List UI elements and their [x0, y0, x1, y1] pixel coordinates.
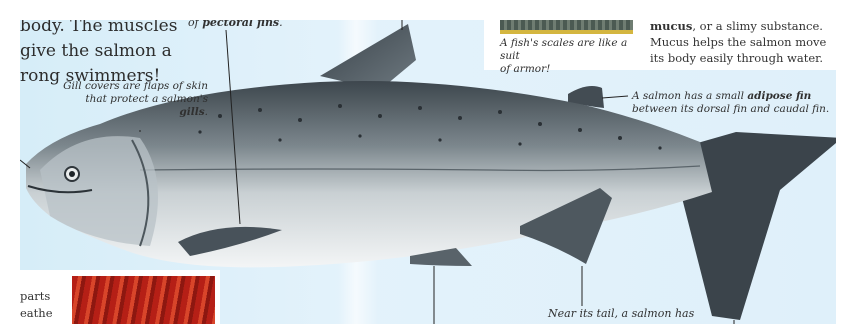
caption-line: Gill covers are flaps of skin: [56, 80, 208, 93]
paragraph-text: , or a slimy substance.: [692, 20, 823, 33]
caption-text: that protect a salmon's: [85, 93, 208, 105]
caption-text: A salmon has a small: [632, 90, 747, 102]
caption-line: of armor!: [500, 63, 640, 76]
caption-line: between its dorsal fin and caudal fin.: [632, 103, 832, 116]
tail-caption: Near its tail, a salmon has: [548, 307, 748, 320]
bottom-paragraph: parts eathe: [20, 288, 60, 322]
caption-text: .: [205, 106, 208, 118]
paragraph-line: eathe: [20, 305, 60, 322]
pectoral-fins-caption: of pectoral fins.: [188, 20, 283, 29]
caption-text: .: [279, 20, 283, 29]
caption-bold-term: pectoral fins: [202, 20, 279, 29]
paragraph-line: parts: [20, 288, 60, 305]
caption-text: Near its tail, a salmon has: [548, 307, 694, 320]
gills-photo: [72, 276, 215, 324]
caption-line: A fish's scales are like a suit: [500, 37, 640, 63]
mucus-term: mucus: [650, 20, 692, 33]
intro-paragraph: body. The muscles give the salmon a rong…: [20, 20, 220, 89]
scales-caption: A fish's scales are like a suit of armor…: [500, 37, 640, 76]
caption-bold-term: adipose fin: [747, 90, 811, 102]
gills-caption: Gill covers are flaps of skin that prote…: [56, 80, 208, 119]
adipose-fin-caption: A salmon has a small adipose fin between…: [632, 90, 832, 116]
caption-text: of: [188, 20, 202, 29]
intro-line: give the salmon a: [20, 39, 220, 64]
paragraph-line: Mucus helps the salmon move: [650, 34, 830, 50]
paragraph-line: its body easily through water.: [650, 50, 830, 66]
book-spread: body. The muscles give the salmon a rong…: [20, 20, 836, 324]
dorsal-fin: [320, 24, 416, 90]
mucus-paragraph: mucus, or a slimy substance. Mucus helps…: [650, 20, 830, 66]
fish-scales-photo: [500, 20, 633, 34]
caption-bold-term: gills: [179, 106, 204, 118]
